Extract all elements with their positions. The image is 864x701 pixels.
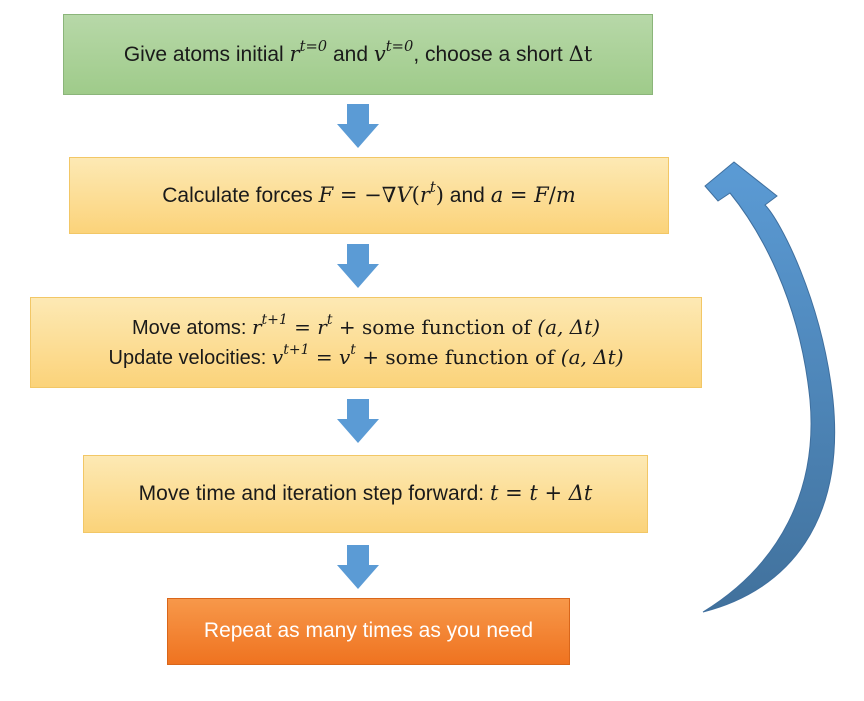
move-args: (a, Δt) [537, 314, 601, 339]
forces-open: ( [411, 182, 420, 207]
step-repeat-box: Repeat as many times as you need [167, 598, 570, 665]
step-init-text: Give atoms initial rt=0 and vt=0, choose… [124, 39, 592, 70]
move-r2: r [317, 314, 327, 339]
move-line1-prefix: Move atoms: [131, 316, 252, 339]
move-plus-text2: + some function of [355, 344, 561, 369]
step-time-box: Move time and iteration step forward: t … [83, 455, 648, 533]
init-mid: and [327, 42, 374, 66]
init-v0-sup: t=0 [385, 37, 414, 55]
step-move-line1: Move atoms: rt+1 = rt + some function of… [132, 313, 600, 343]
forces-prefix: Calculate forces [162, 183, 319, 207]
move-r-sup: t+1 [261, 311, 288, 328]
forces-eq1: = −∇ [333, 182, 397, 207]
forces-r: r [419, 182, 430, 207]
init-v0: v [373, 41, 386, 66]
init-dt: Δt [568, 41, 593, 66]
forces-r-sup: t [429, 178, 436, 196]
forces-close: ) [435, 182, 444, 207]
step-move-line2: Update velocities: vt+1 = vt + some func… [109, 343, 624, 373]
down-arrow-icon [337, 104, 379, 148]
time-prefix: Move time and iteration step forward: [138, 482, 490, 506]
step-time-text: Move time and iteration step forward: t … [139, 478, 593, 509]
forces-and: and [443, 183, 491, 207]
move-plus-text: + some function of [332, 314, 538, 339]
repeat-label: Repeat as many times as you need [203, 619, 534, 643]
move-r2-sup: t [326, 311, 333, 328]
time-formula: t = t + Δt [489, 481, 593, 506]
step-move-box: Move atoms: rt+1 = rt + some function of… [30, 297, 702, 388]
forces-a: a [490, 182, 504, 207]
down-arrow-icon [337, 399, 379, 443]
move-eq: = [287, 314, 318, 339]
move-line2-prefix: Update velocities: [108, 346, 272, 369]
move-v2: v [338, 344, 351, 369]
move-r: r [251, 314, 262, 339]
down-arrow-icon [337, 545, 379, 589]
step-forces-text: Calculate forces F = −∇V(rt) and a = F/m [162, 180, 576, 211]
move-eq2: = [309, 344, 339, 369]
step-init-box: Give atoms initial rt=0 and vt=0, choose… [63, 14, 653, 95]
init-r0-sup: t=0 [299, 37, 328, 55]
forces-eq2: = [503, 182, 535, 207]
forces-F2: F [534, 182, 549, 207]
init-r0: r [289, 41, 300, 66]
down-arrow-icon [337, 244, 379, 288]
move-v-sup: t+1 [283, 341, 310, 358]
forces-F: F [318, 182, 334, 207]
forces-slash: / [548, 182, 556, 207]
forces-m: m [555, 182, 576, 207]
forces-V: V [396, 182, 412, 207]
move-v: v [271, 344, 284, 369]
move-args2: (a, Δt) [560, 344, 624, 369]
move-v2-sup: t [350, 341, 356, 358]
step-forces-box: Calculate forces F = −∇V(rt) and a = F/m [69, 157, 669, 234]
init-prefix: Give atoms initial [123, 42, 290, 66]
init-suffix: , choose a short [413, 42, 569, 66]
